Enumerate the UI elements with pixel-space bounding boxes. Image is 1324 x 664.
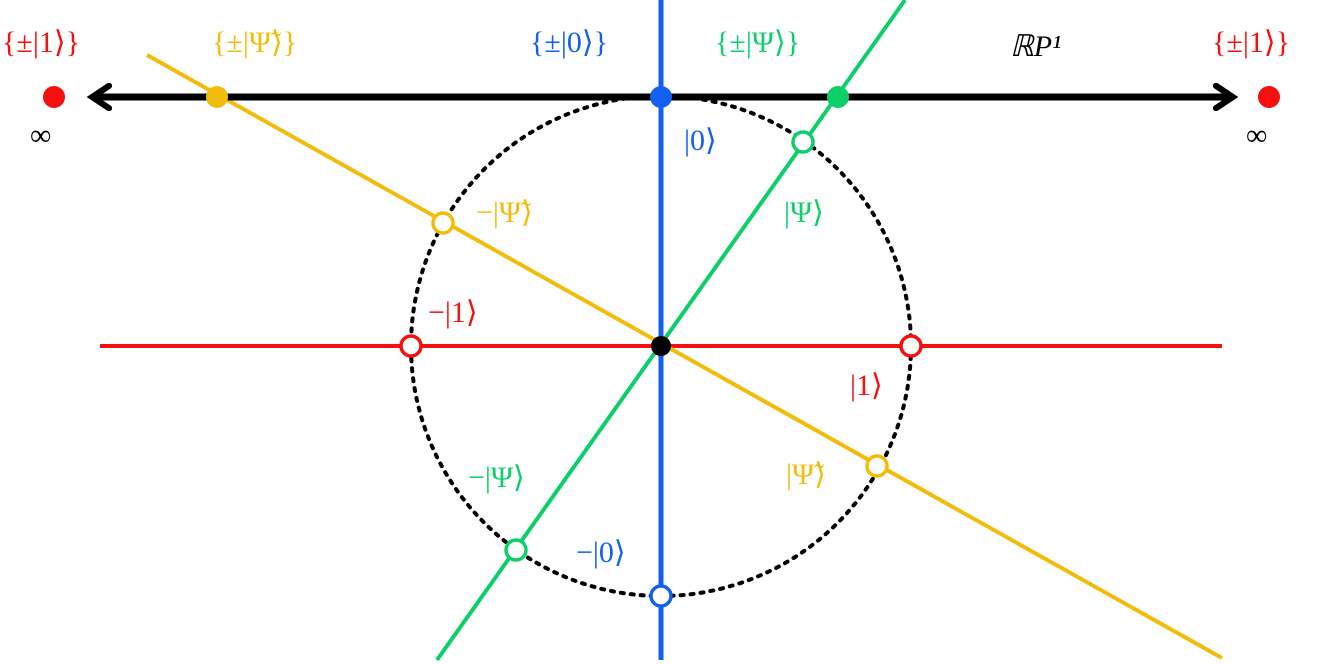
- label-set-one-right: {±|1⟩}: [1212, 26, 1290, 59]
- point-neg-ket-psitilde: [431, 211, 455, 235]
- label-ket1: |1⟩: [850, 369, 883, 402]
- point-neg-ket0: [649, 584, 673, 608]
- label-ket-psi: |Ψ⟩: [784, 196, 824, 229]
- label-neg-ket-psi: −|Ψ⟩: [468, 461, 525, 494]
- label-neg-ket-psitilde: −|Ψ̃⟩: [476, 196, 533, 229]
- point-ket1: [899, 334, 923, 358]
- label-rp1: ℝP¹: [1010, 30, 1061, 63]
- label-ket0: |0⟩: [684, 124, 717, 157]
- label-set-one-left: {±|1⟩}: [2, 26, 80, 59]
- label-infinity-left: ∞: [30, 119, 51, 152]
- label-ket-psitilde: |Ψ̃⟩: [786, 458, 826, 491]
- label-infinity-right: ∞: [1246, 119, 1267, 152]
- point-psitilde-class: [206, 86, 228, 108]
- label-neg-ket0: −|0⟩: [576, 536, 626, 569]
- point-neg-ket-psi: [504, 538, 528, 562]
- point-ket-psi: [791, 130, 815, 154]
- point-infinity-left: [43, 86, 65, 108]
- label-neg-ket1: −|1⟩: [428, 296, 478, 329]
- point-ket-psitilde: [865, 454, 889, 478]
- origin-point: [651, 336, 671, 356]
- label-set-psitilde: {±|Ψ̃⟩}: [212, 26, 297, 59]
- label-set-psi: {±|Ψ⟩}: [715, 26, 800, 59]
- point-infinity-right: [1258, 86, 1280, 108]
- point-zero-class: [650, 86, 672, 108]
- yellow-line: [146, 53, 1223, 660]
- point-neg-ket1: [399, 334, 423, 358]
- label-set-zero: {±|0⟩}: [530, 26, 608, 59]
- point-psi-class: [827, 86, 849, 108]
